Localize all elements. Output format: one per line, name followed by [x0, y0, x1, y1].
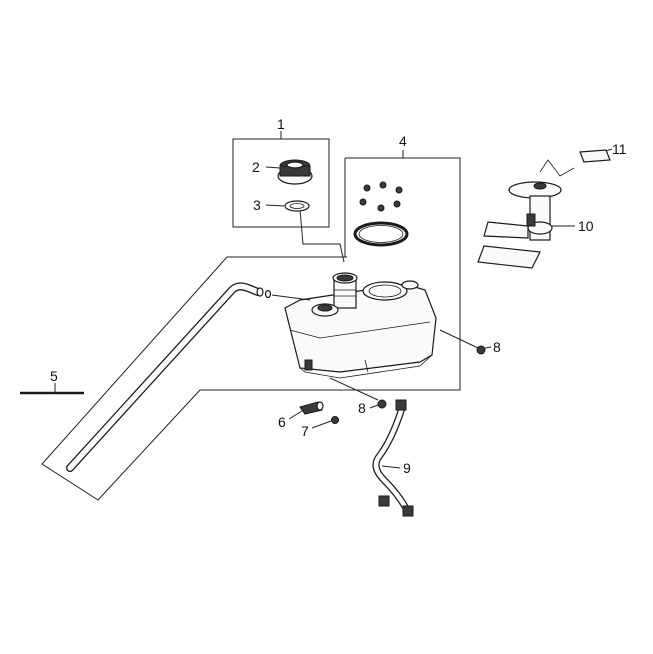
- callout-8a: 8: [493, 339, 501, 355]
- callout-6: 6: [278, 414, 286, 430]
- nut-right: [476, 345, 492, 355]
- fuel-hose: [372, 399, 414, 517]
- callout-labels: 1 2 3 4 5 6 7 8 8 9 10 11: [50, 116, 627, 476]
- fuel-pump-assembly: [477, 159, 575, 269]
- callout-4: 4: [399, 133, 407, 149]
- cap-gasket: [265, 200, 310, 212]
- pump-seal-ring: [353, 221, 409, 247]
- callout-11: 11: [612, 141, 627, 157]
- cap-group-box: [232, 131, 345, 263]
- tank-leaders: [271, 294, 479, 401]
- nut-lower: [369, 399, 387, 409]
- callout-3: 3: [253, 197, 261, 213]
- strap-part: [20, 383, 84, 395]
- callout-7: 7: [301, 423, 309, 439]
- assembly-frame: [41, 157, 461, 501]
- bracket-bolt: [311, 416, 339, 429]
- callout-8b: 8: [358, 400, 366, 416]
- vent-tube: [66, 282, 272, 472]
- fuel-cap: [265, 159, 313, 185]
- callout-5: 5: [50, 368, 58, 384]
- mount-bracket: [288, 401, 324, 420]
- connector-clip: [579, 148, 613, 163]
- callout-10: 10: [578, 218, 594, 234]
- callout-1: 1: [277, 116, 285, 132]
- callout-2: 2: [252, 159, 260, 175]
- callout-9: 9: [403, 460, 411, 476]
- fuel-tank: [284, 272, 437, 379]
- mounting-screws: [359, 150, 404, 212]
